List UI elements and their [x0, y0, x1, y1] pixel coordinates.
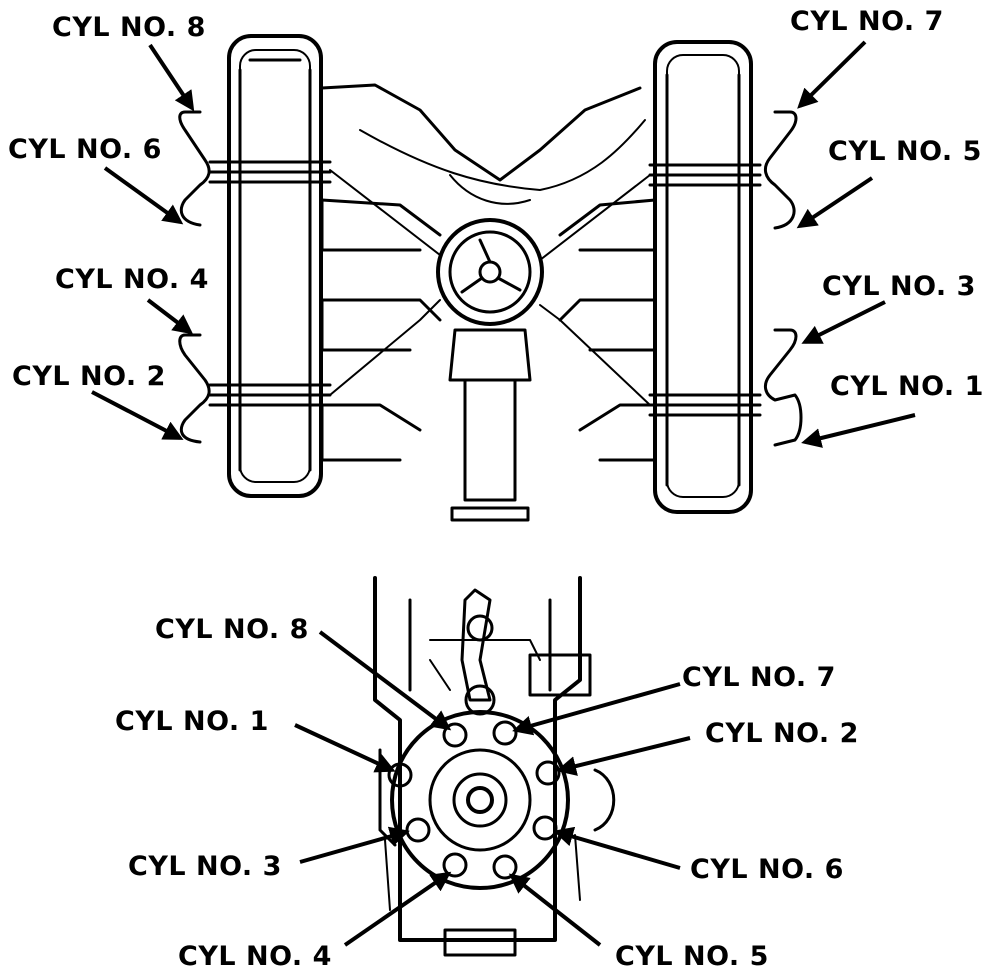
left-valve-cover: [227, 34, 323, 498]
engine-top-view: [178, 34, 803, 522]
label-cyl7-top: CYL NO. 7: [790, 6, 944, 37]
label-cyl8-top: CYL NO. 8: [52, 12, 206, 43]
arrow-cyl3-top: [801, 300, 886, 344]
intake-manifold: [320, 83, 657, 462]
right-valve-cover: [653, 40, 753, 514]
arrow-cyl2-pump: [556, 736, 691, 776]
outlet-fittings: [387, 720, 561, 880]
arrow-cyl6-top: [103, 166, 184, 225]
arrow-cyl4-top: [146, 298, 194, 335]
label-cyl2-pump: CYL NO. 2: [705, 718, 859, 749]
label-cyl7-pump: CYL NO. 7: [682, 662, 836, 693]
arrow-cyl5-top: [796, 176, 874, 229]
top-view-arrows: [91, 40, 916, 448]
arrow-cyl3-pump: [299, 826, 410, 864]
label-cyl1-pump: CYL NO. 1: [115, 706, 269, 737]
arrow-cyl8-pump: [318, 630, 452, 731]
arrow-cyl1-pump: [294, 723, 396, 773]
arrow-cyl7-top: [797, 40, 867, 109]
pump-view-arrows: [294, 630, 691, 947]
arrow-cyl8-top: [148, 43, 195, 112]
label-cyl5-top: CYL NO. 5: [828, 136, 982, 167]
label-cyl4-pump: CYL NO. 4: [178, 941, 332, 972]
injection-pump-top: [436, 218, 544, 522]
arrow-cyl4-pump: [343, 871, 452, 947]
label-cyl3-pump: CYL NO. 3: [128, 851, 282, 882]
arrow-cyl2-top: [91, 390, 184, 440]
arrow-cyl7-pump: [512, 682, 681, 736]
arrow-cyl5-pump: [508, 873, 602, 947]
label-cyl5-pump: CYL NO. 5: [615, 941, 769, 972]
injection-pump-end-view: [373, 576, 616, 957]
label-cyl6-top: CYL NO. 6: [8, 134, 162, 165]
label-cyl2-top: CYL NO. 2: [12, 361, 166, 392]
top-view-labels: CYL NO. 8 CYL NO. 6 CYL NO. 4 CYL NO. 2 …: [8, 6, 984, 402]
label-cyl6-pump: CYL NO. 6: [690, 854, 844, 885]
label-cyl4-top: CYL NO. 4: [55, 264, 209, 295]
label-cyl3-top: CYL NO. 3: [822, 271, 976, 302]
pump-view-labels: CYL NO. 8 CYL NO. 7 CYL NO. 1 CYL NO. 2 …: [115, 614, 859, 972]
arrow-cyl6-pump: [553, 826, 681, 870]
label-cyl1-top: CYL NO. 1: [830, 371, 984, 402]
label-cyl8-pump: CYL NO. 8: [155, 614, 309, 645]
right-fuel-lines: [539, 110, 803, 447]
arrow-cyl1-top: [801, 413, 916, 448]
